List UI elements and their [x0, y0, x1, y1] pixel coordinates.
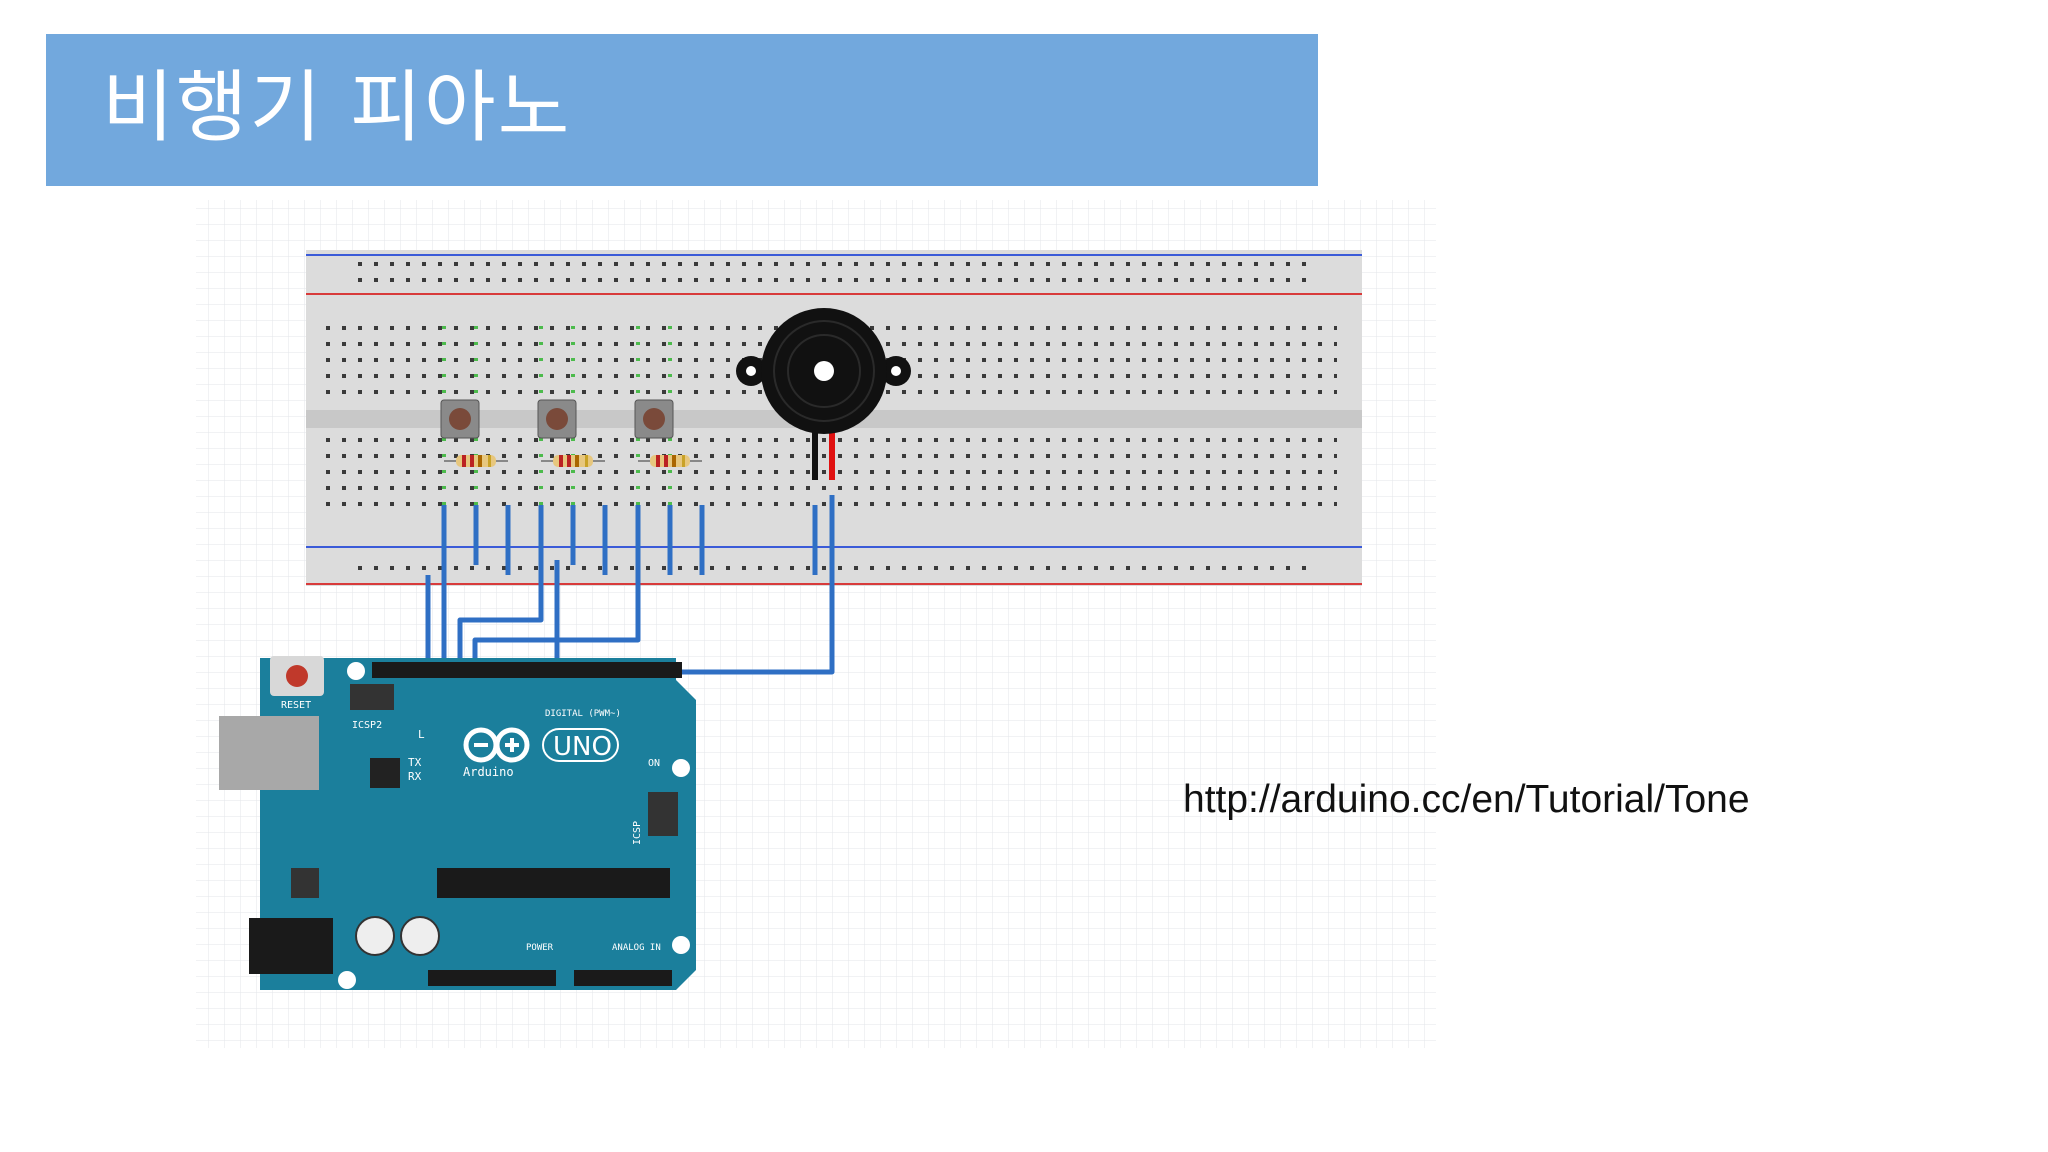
icsp-label: ICSP — [632, 821, 643, 845]
reset-label: RESET — [281, 700, 311, 711]
resistor-1 — [444, 455, 508, 467]
push-button-3 — [634, 399, 674, 439]
circuit-diagram: RESET ICSP2 L TX RX ON ICSP DIGITAL (PWM… — [196, 200, 1436, 1048]
digital-label: DIGITAL (PWM~) — [545, 709, 621, 719]
push-button-1 — [440, 399, 480, 439]
piezo-buzzer — [736, 308, 911, 480]
arduino-brand: Arduino — [463, 765, 514, 779]
tx-led-label: TX — [408, 756, 422, 769]
power-label: POWER — [526, 943, 554, 953]
title-banner: 비행기 피아노 — [46, 34, 1318, 186]
arduino-logo-icon — [463, 727, 530, 763]
resistor-3 — [638, 455, 702, 467]
arduino-uno-board: RESET ICSP2 L TX RX ON ICSP DIGITAL (PWM… — [219, 656, 696, 990]
reference-url[interactable]: http://arduino.cc/en/Tutorial/Tone — [1183, 778, 1750, 821]
icsp2-label: ICSP2 — [352, 720, 382, 731]
on-led-label: ON — [648, 758, 660, 769]
uno-label: UNO — [553, 732, 612, 762]
analog-in-label: ANALOG IN — [612, 943, 661, 953]
l-led-label: L — [418, 728, 425, 741]
rx-led-label: RX — [408, 770, 422, 783]
push-button-2 — [537, 399, 577, 439]
resistor-2 — [541, 455, 605, 467]
slide-title: 비행기 피아노 — [102, 63, 572, 153]
